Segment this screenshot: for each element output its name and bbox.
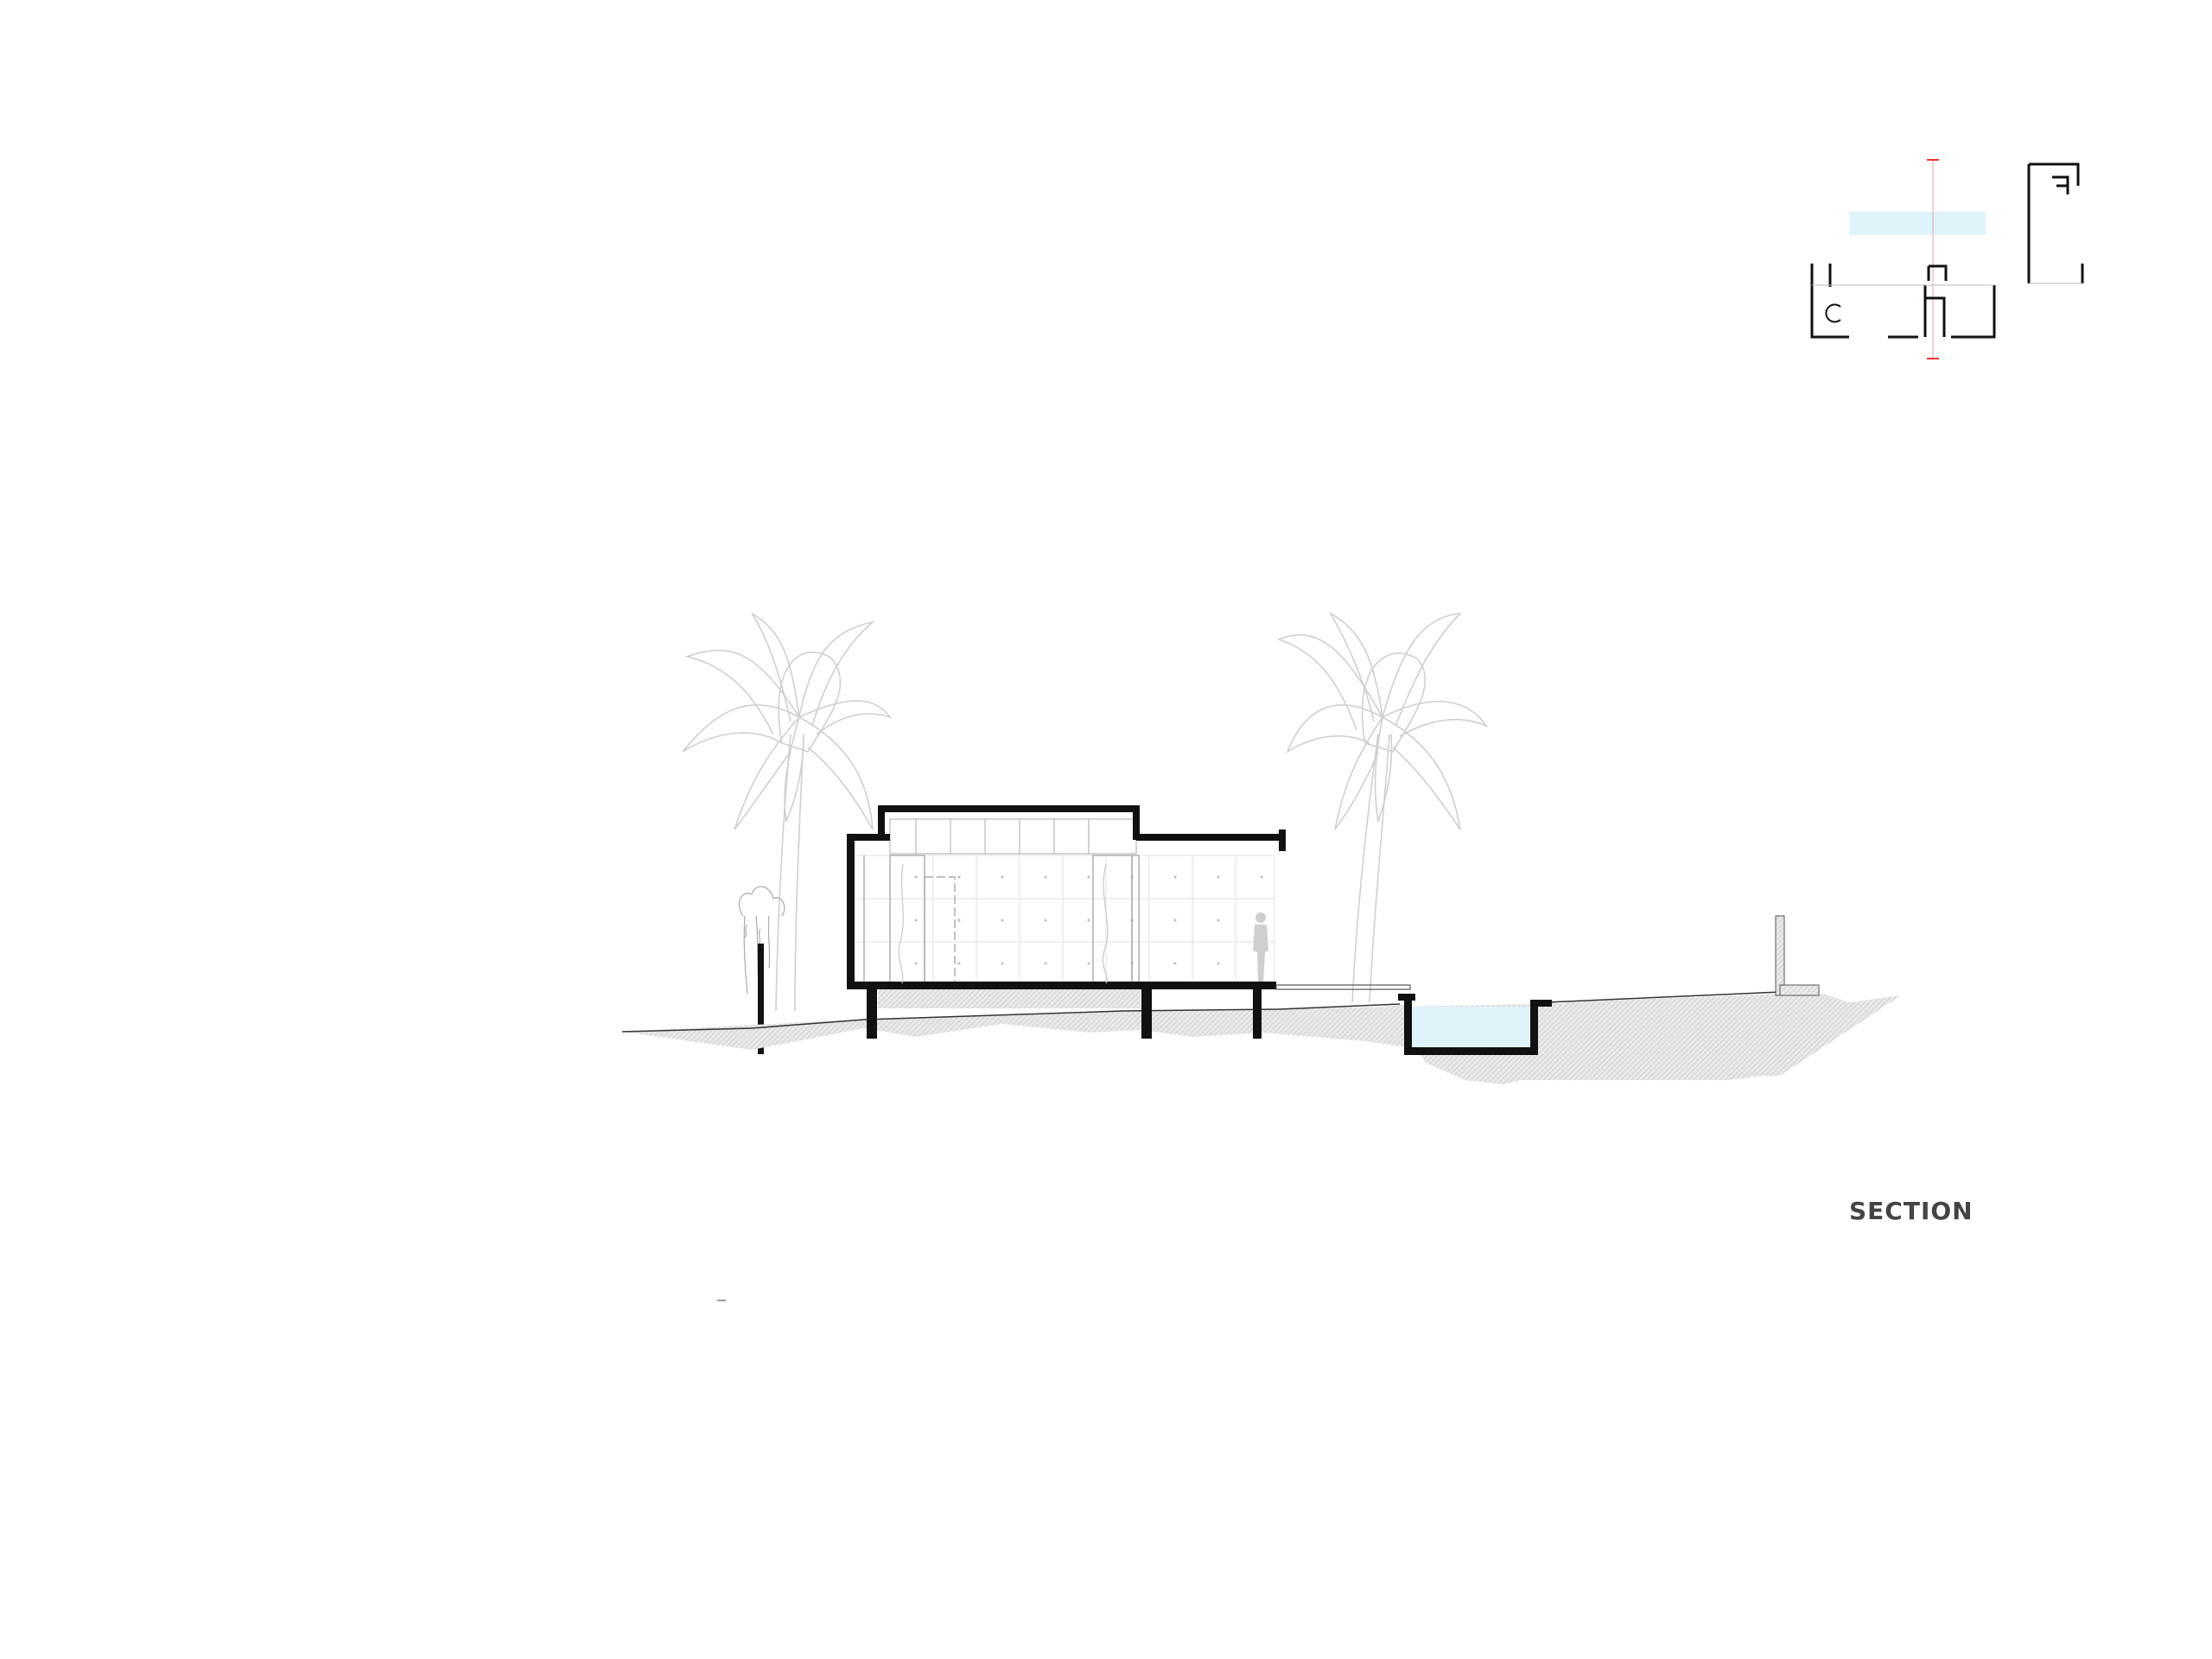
key-plan-pool bbox=[1849, 212, 1986, 235]
pool bbox=[1398, 994, 1552, 1055]
garden-post bbox=[758, 944, 764, 1054]
interior-wall-grid bbox=[850, 855, 1275, 984]
concrete-structure bbox=[847, 805, 1286, 1039]
building-section bbox=[847, 805, 1411, 1039]
curtain bbox=[898, 863, 904, 984]
retaining-wall bbox=[1775, 915, 1820, 996]
key-plan-walls bbox=[1810, 162, 2084, 339]
person-silhouette-icon bbox=[1253, 912, 1268, 982]
curtain-2 bbox=[1102, 863, 1109, 984]
pool-water bbox=[1408, 1007, 1536, 1050]
ground-fill-2 bbox=[1382, 1002, 1568, 1084]
drawing-title: SECTION bbox=[1849, 1197, 1974, 1225]
interior-tie-holes bbox=[914, 875, 1263, 965]
palm-tree-right-icon bbox=[1276, 611, 1489, 1003]
ground-fill-3 bbox=[1564, 992, 1815, 1076]
terrace-step bbox=[1275, 984, 1411, 990]
floor-hatch bbox=[878, 989, 1141, 1008]
key-plan bbox=[1810, 159, 2084, 359]
clerestory-window bbox=[889, 818, 1137, 855]
palm-tree-left-icon bbox=[682, 613, 893, 1012]
